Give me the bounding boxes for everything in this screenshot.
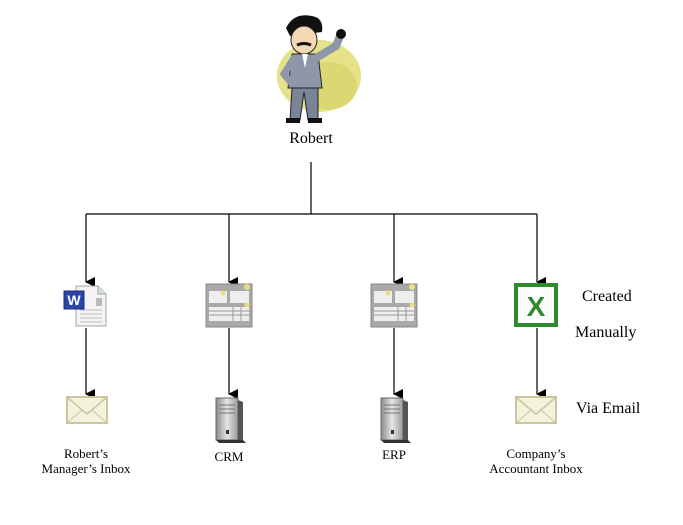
manager-inbox-envelope-icon: [66, 396, 108, 424]
root-label: Robert: [289, 130, 333, 147]
manager-inbox-label-line2: Manager’s Inbox: [41, 461, 131, 476]
excel-spreadsheet-icon: X: [514, 283, 558, 327]
svg-text:X: X: [527, 291, 546, 322]
crm-server-icon: [215, 397, 246, 443]
crm-form-document-icon: [205, 283, 253, 328]
accountant-inbox-envelope-icon: [515, 396, 557, 424]
svg-text:W: W: [67, 292, 81, 308]
crm-label: CRM: [214, 449, 244, 464]
created-annotation-line2: Manually: [575, 324, 637, 341]
businessman-clipart-icon: [277, 15, 361, 123]
erp-label: ERP: [382, 447, 406, 462]
accountant-inbox-label-line1: Company’s: [506, 446, 566, 461]
accountant-inbox-label-line2: Accountant Inbox: [489, 461, 583, 476]
erp-server-icon: [380, 397, 411, 443]
via-email-annotation: Via Email: [576, 400, 641, 417]
erp-form-document-icon: [370, 283, 418, 328]
manager-inbox-label-line1: Robert’s: [63, 446, 109, 461]
created-annotation-line1: Created: [582, 288, 632, 305]
word-document-icon: W: [63, 285, 107, 327]
